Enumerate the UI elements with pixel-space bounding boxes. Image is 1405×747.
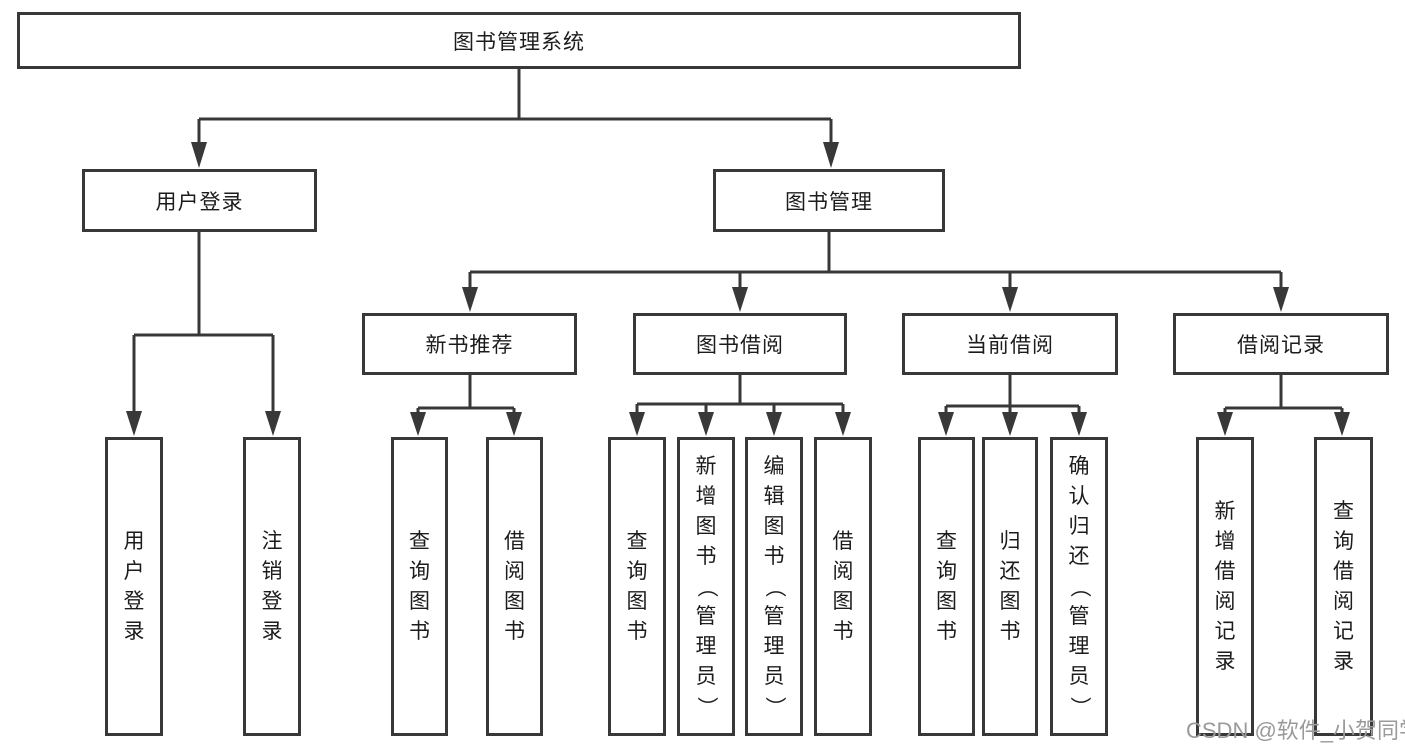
leaf-add-borrow-record-label: 新增借阅记录 — [1214, 499, 1236, 673]
connector-book-mgmt-to-level3 — [462, 232, 1289, 312]
leaf-borrow-book-recommend-label: 借阅图书 — [504, 529, 525, 643]
arrowhead — [1071, 412, 1087, 436]
leaf-user-login: 用户登录 — [105, 437, 163, 736]
leaf-query-book-borrow: 查询图书 — [608, 437, 666, 736]
node-new-book-recommend: 新书推荐 — [362, 313, 577, 375]
leaf-query-book-current: 查询图书 — [918, 437, 975, 736]
node-current-borrow: 当前借阅 — [902, 313, 1118, 375]
node-borrow-record: 借阅记录 — [1173, 313, 1389, 375]
arrowhead — [191, 142, 207, 168]
leaf-query-book-current-label: 查询图书 — [936, 529, 957, 643]
leaf-return-book-label: 归还图书 — [999, 529, 1021, 643]
csdn-watermark: CSDN @软件_小贺同学 — [1186, 718, 1405, 743]
arrowhead — [1334, 412, 1350, 436]
leaf-confirm-return-admin-label: 确认归还（管理员） — [1068, 454, 1091, 718]
arrowhead — [506, 412, 522, 436]
leaf-query-book-recommend: 查询图书 — [391, 437, 448, 736]
connector-book-borrow-to-leaves — [629, 375, 851, 436]
leaf-add-book-admin-label: 新增图书（管理员） — [695, 454, 718, 718]
node-book-borrow-label: 图书借阅 — [696, 334, 784, 357]
leaf-borrow-book-recommend: 借阅图书 — [486, 437, 543, 736]
leaf-query-borrow-record: 查询借阅记录 — [1314, 437, 1373, 736]
arrowhead — [698, 412, 714, 436]
arrowhead — [1002, 287, 1018, 312]
node-book-borrow: 图书借阅 — [633, 313, 847, 375]
leaf-add-book-admin: 新增图书（管理员） — [677, 437, 735, 736]
connector-new-book-rec-to-leaves — [410, 375, 522, 436]
arrowhead — [462, 287, 478, 312]
leaf-query-borrow-record-label: 查询借阅记录 — [1333, 499, 1354, 673]
arrowhead — [1273, 287, 1289, 312]
leaf-edit-book-admin-label: 编辑图书（管理员） — [763, 454, 786, 718]
leaf-user-login-label: 用户登录 — [123, 529, 145, 643]
leaf-query-book-recommend-label: 查询图书 — [409, 529, 430, 643]
connector-current-borrow-to-leaves — [938, 375, 1087, 436]
arrowhead — [766, 412, 782, 436]
node-book-management-label: 图书管理 — [785, 190, 873, 214]
node-book-management: 图书管理 — [713, 169, 945, 232]
arrowhead — [732, 287, 748, 312]
connector-borrow-record-to-leaves — [1217, 375, 1350, 436]
node-borrow-record-label: 借阅记录 — [1237, 334, 1325, 357]
leaf-logout: 注销登录 — [243, 437, 301, 736]
arrowhead — [1002, 412, 1018, 436]
leaf-return-book: 归还图书 — [982, 437, 1038, 736]
connector-root-to-level2 — [191, 69, 839, 168]
node-user-login-group-label: 用户登录 — [155, 190, 244, 214]
leaf-add-borrow-record: 新增借阅记录 — [1196, 437, 1254, 736]
leaf-edit-book-admin: 编辑图书（管理员） — [745, 437, 803, 736]
leaf-query-book-borrow-label: 查询图书 — [626, 529, 648, 643]
node-root-system-label: 图书管理系统 — [453, 30, 585, 54]
node-root-system: 图书管理系统 — [17, 12, 1021, 69]
arrowhead — [823, 142, 839, 168]
arrowhead — [126, 411, 142, 436]
leaf-confirm-return-admin: 确认归还（管理员） — [1050, 437, 1108, 736]
node-new-book-recommend-label: 新书推荐 — [425, 334, 514, 357]
node-user-login-group: 用户登录 — [82, 169, 317, 232]
node-current-borrow-label: 当前借阅 — [966, 334, 1054, 357]
leaf-borrow-book-label: 借阅图书 — [832, 529, 854, 643]
arrowhead — [1217, 412, 1233, 436]
connector-user-login-to-leaves — [126, 232, 281, 436]
arrowhead — [265, 411, 281, 436]
leaf-logout-label: 注销登录 — [261, 529, 283, 643]
leaf-borrow-book: 借阅图书 — [814, 437, 872, 736]
arrowhead — [629, 412, 645, 436]
arrowhead — [835, 412, 851, 436]
arrowhead — [938, 412, 954, 436]
arrowhead — [410, 412, 426, 436]
